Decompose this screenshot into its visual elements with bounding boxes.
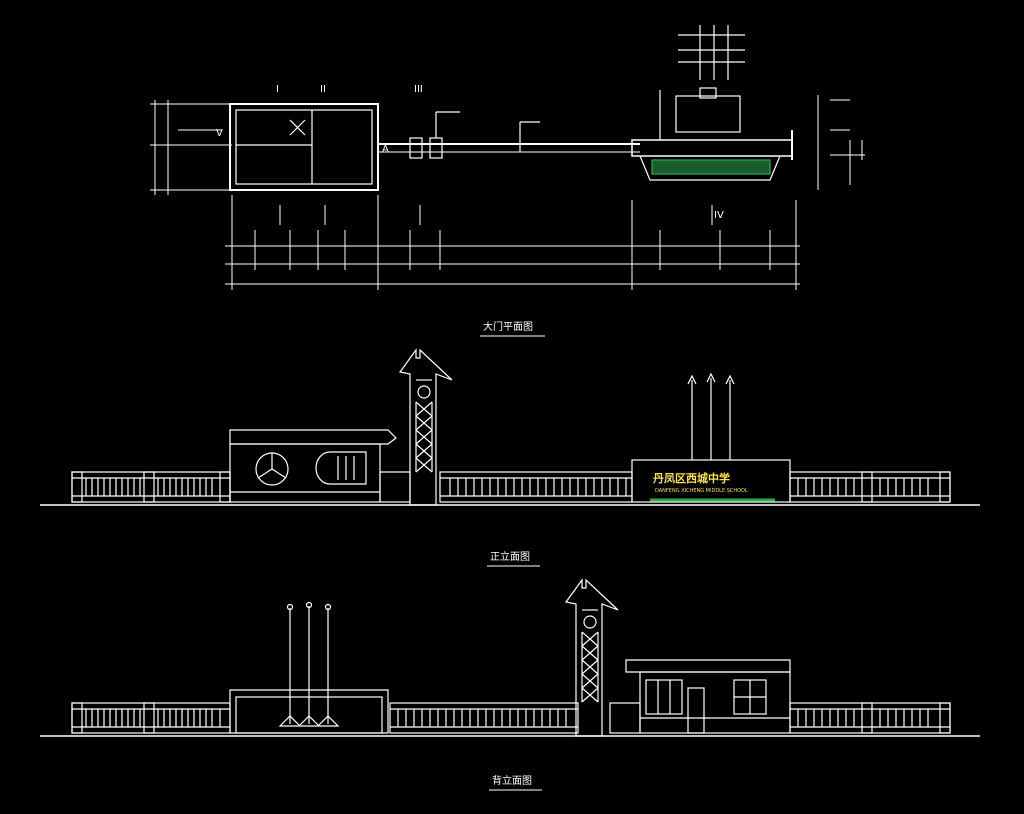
bottom-dimension-chain bbox=[225, 195, 800, 290]
back-sign-wall bbox=[229, 601, 389, 734]
front-flag-poles bbox=[687, 372, 735, 460]
plan-title: 大门平面图 bbox=[483, 320, 533, 333]
front-elevation-title: 正立面图 bbox=[490, 550, 530, 563]
sign-main-text: 丹凤区西城中学 bbox=[653, 471, 730, 485]
right-dimension-lines bbox=[817, 95, 865, 190]
front-elevation bbox=[40, 348, 980, 506]
axis-label-1: I bbox=[276, 84, 279, 95]
front-guard-house bbox=[229, 429, 397, 503]
back-guard-house bbox=[625, 659, 791, 734]
gate-plan-view: I II III IV V A bbox=[150, 25, 865, 290]
front-middle-fence bbox=[379, 471, 633, 503]
front-gate-pillar bbox=[398, 348, 453, 506]
axis-label-3: III bbox=[414, 84, 423, 95]
left-dimension-lines bbox=[150, 100, 232, 195]
front-left-fence bbox=[71, 471, 231, 503]
back-elevation bbox=[40, 578, 980, 737]
sign-wall-plan bbox=[631, 25, 793, 181]
axis-label-5: V bbox=[216, 128, 223, 139]
sign-sub-text: DANFENG XICHENG MIDDLE SCHOOL bbox=[655, 488, 748, 494]
axis-label-4: IV bbox=[714, 210, 724, 221]
back-gate-pillar bbox=[564, 578, 619, 737]
wall-marker: A bbox=[382, 144, 389, 155]
axis-label-2: II bbox=[320, 84, 326, 95]
front-right-fence bbox=[789, 471, 951, 503]
back-left-fence bbox=[71, 702, 231, 734]
back-elevation-title: 背立面图 bbox=[492, 774, 532, 787]
axis-markers: I II III IV V A bbox=[216, 84, 724, 221]
back-middle-fence bbox=[389, 702, 641, 734]
guard-house-plan bbox=[229, 103, 379, 191]
back-right-fence bbox=[789, 702, 951, 734]
sliding-gate-track bbox=[378, 111, 640, 159]
